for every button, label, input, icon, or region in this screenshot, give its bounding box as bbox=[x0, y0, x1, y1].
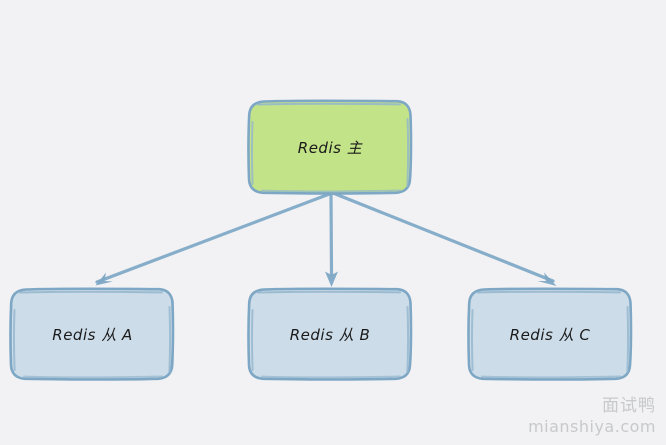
node-slave-c-border-sketch-left bbox=[470, 309, 474, 371]
edge-line-master-slave-c bbox=[331, 191, 555, 283]
edge-line-master-slave-a bbox=[95, 191, 334, 284]
edge-master-slave-a[interactable] bbox=[95, 191, 334, 286]
node-slave-a-border-sketch-right bbox=[168, 306, 172, 373]
node-slave-b-border-sketch-left bbox=[250, 309, 254, 371]
edge-group bbox=[95, 191, 557, 287]
node-master-border-sketch-bottom bbox=[261, 189, 401, 193]
node-master-border-sketch-top bbox=[257, 102, 401, 106]
node-master[interactable] bbox=[247, 99, 413, 195]
node-slave-b-border-outer bbox=[247, 287, 413, 381]
node-slave-c[interactable] bbox=[467, 287, 633, 381]
arrowhead-slave-a bbox=[95, 272, 113, 286]
arrowhead-slave-b bbox=[325, 271, 338, 287]
node-slave-c-border-sketch-bottom bbox=[481, 375, 621, 379]
node-slave-a-border-outer bbox=[9, 287, 175, 381]
watermark-brand: 面试鸭 bbox=[602, 395, 656, 416]
node-slave-b-border-sketch-right bbox=[406, 306, 410, 373]
node-master-border-outer bbox=[247, 99, 413, 195]
node-slave-c-border-sketch-top bbox=[477, 290, 621, 294]
node-slave-a-border-sketch-bottom bbox=[23, 375, 163, 379]
node-slave-a[interactable] bbox=[9, 287, 175, 381]
node-slave-c-border-outer bbox=[467, 287, 633, 381]
node-slave-a-border-sketch-top bbox=[19, 290, 163, 294]
node-slave-b-border-sketch-bottom bbox=[261, 375, 401, 379]
node-slave-c-fill bbox=[469, 289, 631, 379]
node-master-border-sketch-left bbox=[250, 121, 254, 185]
edge-master-slave-c[interactable] bbox=[331, 191, 557, 286]
node-slave-b-border-sketch-top bbox=[257, 290, 401, 294]
watermark: 面试鸭 mianshiya.com bbox=[528, 396, 656, 437]
arrowhead-slave-c bbox=[537, 272, 557, 286]
node-slave-b-fill bbox=[249, 289, 411, 379]
node-slave-b[interactable] bbox=[247, 287, 413, 381]
node-slave-a-border-sketch-left bbox=[12, 309, 16, 371]
node-master-fill bbox=[249, 101, 411, 193]
watermark-url: mianshiya.com bbox=[528, 417, 656, 436]
edge-line-master-slave-b bbox=[329, 192, 334, 276]
node-slave-c-border-sketch-right bbox=[626, 306, 630, 373]
edge-master-slave-b[interactable] bbox=[325, 192, 338, 287]
node-master-border-sketch-right bbox=[406, 118, 410, 187]
node-slave-a-fill bbox=[11, 289, 174, 379]
